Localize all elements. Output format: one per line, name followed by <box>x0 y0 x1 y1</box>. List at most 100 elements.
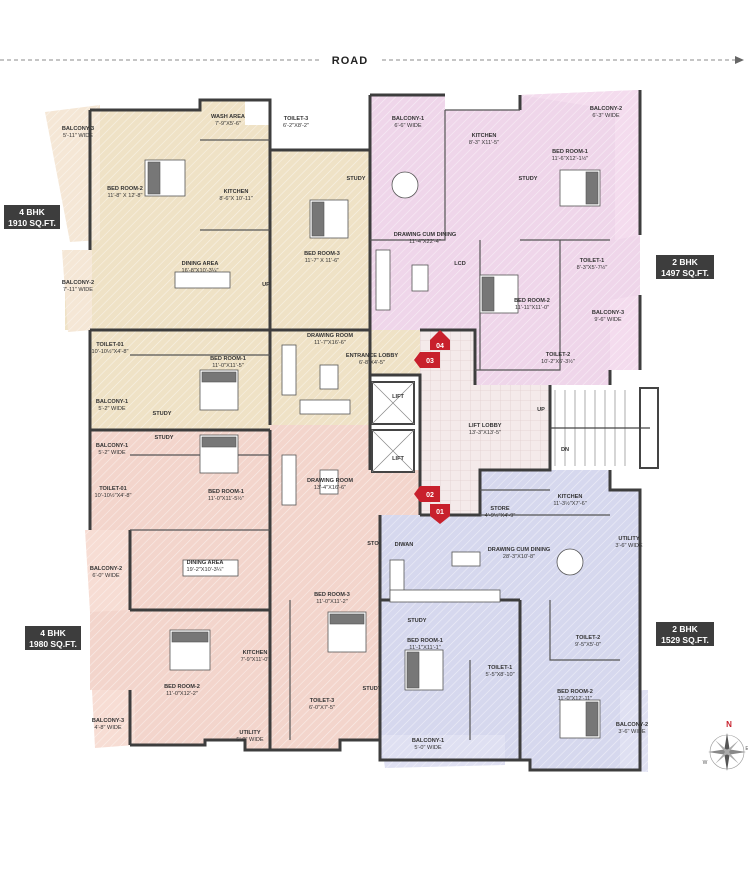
u3-balcony1-dim: 5'-2" WIDE <box>98 450 126 456</box>
u4-toilet1-name: TOILET-1 <box>488 665 512 671</box>
u1-toilet3-name: TOILET-3 <box>284 116 308 122</box>
u1-entrance-dim: 6'-8"X4'-5" <box>359 360 385 366</box>
u1-balcony3-name: BALCONY-3 <box>62 126 94 132</box>
furniture <box>144 159 601 739</box>
lift-lobby-name: LIFT LOBBY <box>469 423 502 429</box>
u3-balcony2-dim: 6'-0" WIDE <box>92 573 120 579</box>
u4-store-name: STORE <box>490 506 509 512</box>
unit-1-area: 1910 SQ.FT. <box>8 218 56 228</box>
u1-drawing-dim: 11'-7"X16'-6" <box>314 340 346 346</box>
u1-bed1-dim: 11'-0"X11'-5" <box>212 363 243 369</box>
u1-up-label: UP <box>262 282 270 288</box>
u1-balcony3-dim: 5'-11" WIDE <box>63 133 93 139</box>
u4-bed2-dim: 11'-0"X12'-11" <box>558 696 593 702</box>
u3-balcony3-name: BALCONY-3 <box>92 718 124 724</box>
road-label: ROAD <box>332 55 368 67</box>
u1-bed3-name: BED ROOM-3 <box>304 251 340 257</box>
u4-balcony1-dim: 5'-0" WIDE <box>414 745 442 751</box>
u3-utility-dim: 5'-0" WIDE <box>236 737 264 743</box>
u1-toilet1-dim: 10'-10½"X4'-8" <box>92 348 129 355</box>
u3-bed2-name: BED ROOM-2 <box>164 684 200 690</box>
compass-east: E <box>745 746 748 752</box>
walls <box>88 90 659 772</box>
u3-utility-name: UTILITY <box>239 730 260 736</box>
u4-drawing-dim: 28'-3"X10'-8" <box>503 554 535 560</box>
u3-dining-name: DINING AREA <box>187 560 224 566</box>
u4-study-name: STUDY <box>408 618 427 624</box>
stairs-dn-label: DN <box>561 447 569 453</box>
door-03: 03 <box>426 358 434 365</box>
u3-study-name: STUDY <box>155 435 174 441</box>
u1-wash-dim: 7'-9"X5'-6" <box>215 121 241 127</box>
lift-1-label: LIFT <box>392 394 404 400</box>
unit-labels: 4 BHK 1910 SQ.FT. 2 BHK 1497 SQ.FT. 4 BH… <box>4 205 714 650</box>
u2-balcony2-dim: 6'-3" WIDE <box>592 113 620 119</box>
unit-2-area: 1497 SQ.FT. <box>661 268 709 278</box>
u2-balcony1-dim: 6'-6" WIDE <box>394 123 422 129</box>
u1-entrance-name: ENTRANCE LOBBY <box>346 353 398 359</box>
u2-toilet2-name: TOILET-2 <box>546 352 570 358</box>
stairs-up-label: UP <box>537 407 545 413</box>
unit-1-type: 4 BHK <box>19 207 45 217</box>
u3-kitchen-dim: 7'-9"X11'-0" <box>241 657 270 663</box>
u3-bed2-dim: 11'-0"X12'-2" <box>166 691 198 697</box>
u1-study2-name: STUDY <box>153 411 172 417</box>
u2-bed1-dim: 11'-6"X12'-1½" <box>552 155 588 162</box>
u2-toilet1-dim: 8'-3"X5'-7½" <box>577 264 608 271</box>
u1-toilet1-name: TOILET-01 <box>96 342 124 348</box>
unit-4-type: 2 BHK <box>672 624 698 634</box>
u2-bed1-name: BED ROOM-1 <box>552 149 588 155</box>
u4-diwan-label: DIWAN <box>395 542 414 548</box>
u1-balcony1-name: BALCONY-1 <box>96 399 128 405</box>
u1-bed1-name: BED ROOM-1 <box>210 356 246 362</box>
u4-balcony1-name: BALCONY-1 <box>412 738 444 744</box>
u2-bed2-name: BED ROOM-2 <box>514 298 550 304</box>
u4-kitchen-name: KITCHEN <box>558 494 583 500</box>
u1-bed2-name: BED ROOM-2 <box>107 186 143 192</box>
u1-drawing-name: DRAWING ROOM <box>307 333 353 339</box>
u1-study-name: STUDY <box>347 176 366 182</box>
u3-bed3-name: BED ROOM-3 <box>314 592 350 598</box>
u3-bed3-dim: 11'-0"X11'-2" <box>316 599 347 605</box>
u2-lcd-label: LCD <box>454 261 466 267</box>
u3-study2-name: STUDY <box>363 686 382 692</box>
compass-west: W <box>703 760 708 766</box>
u1-balcony2-name: BALCONY-2 <box>62 280 94 286</box>
u1-bed2-dim: 11'-8" X 12'-8" <box>108 193 143 199</box>
u2-kitchen-name: KITCHEN <box>472 133 497 139</box>
u1-wash-name: WASH AREA <box>211 114 245 120</box>
compass-north: N <box>726 720 732 729</box>
door-02: 02 <box>426 492 434 499</box>
u2-drawing-name: DRAWING CUM DINING <box>394 232 456 238</box>
u4-drawing-name: DRAWING CUM DINING <box>488 547 550 553</box>
u4-balcony2-dim: 3'-6" WIDE <box>618 729 646 735</box>
u4-bed2-name: BED ROOM-2 <box>557 689 593 695</box>
u4-utility-dim: 3'-6" WIDE <box>615 543 643 549</box>
u2-balcony3-name: BALCONY-3 <box>592 310 624 316</box>
u2-toilet2-dim: 10'-2"X6'-3½" <box>541 358 575 365</box>
u1-kitchen-name: KITCHEN <box>224 189 249 195</box>
u3-bed1-name: BED ROOM-1 <box>208 489 244 495</box>
u2-study-name: STUDY <box>519 176 538 182</box>
door-markers: 04 03 02 01 <box>414 330 450 524</box>
room-labels: BALCONY-3 5'-11" WIDE WASH AREA 7'-9"X5'… <box>62 106 648 751</box>
door-01: 01 <box>436 509 444 516</box>
u4-bed1-dim: 11'-1"X11'-1" <box>409 645 440 651</box>
u4-kitchen-dim: 11'-3½"X7'-6" <box>553 500 586 507</box>
lift-lobby-dim: 13'-3"X13'-5" <box>469 430 501 436</box>
u3-toilet01-name: TOILET-01 <box>99 486 127 492</box>
u1-dining-dim: 16'-8"X10'-3¼" <box>182 268 219 274</box>
u4-balcony2-name: BALCONY-2 <box>616 722 648 728</box>
u2-balcony3-dim: 9'-6" WIDE <box>594 317 622 323</box>
u4-bed1-name: BED ROOM-1 <box>407 638 443 644</box>
u3-kitchen-name: KITCHEN <box>243 650 268 656</box>
door-04: 04 <box>436 343 444 350</box>
u3-toilet3-name: TOILET-3 <box>310 698 334 704</box>
u4-toilet2-dim: 9'-5"X5'-0" <box>575 642 601 648</box>
u2-kitchen-dim: 8'-3" X11'-5" <box>469 140 499 146</box>
unit-3-area: 1980 SQ.FT. <box>29 639 77 649</box>
unit-3-type: 4 BHK <box>40 628 66 638</box>
u3-toilet3-dim: 6'-0"X7'-5" <box>309 705 335 711</box>
u2-drawing-dim: 11'-4"X22'-4" <box>409 239 441 245</box>
